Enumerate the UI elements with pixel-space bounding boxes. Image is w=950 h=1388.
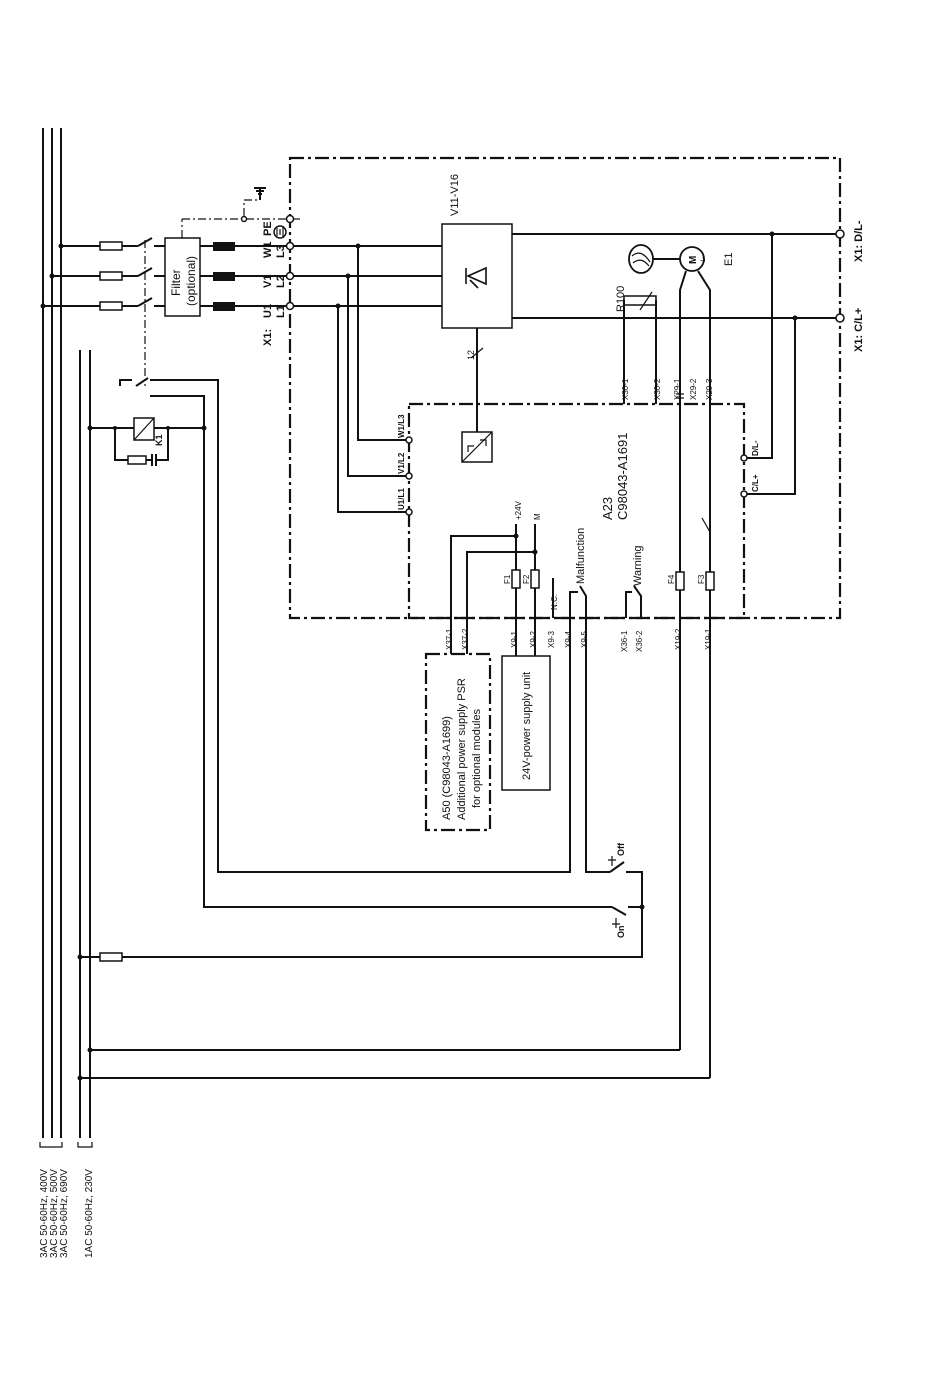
supply-label-690v: 3AC 50-60Hz, 690V: [59, 1169, 70, 1258]
fan-supply-wiring: [77, 1047, 710, 1081]
switch-on-label: On: [616, 926, 626, 939]
pin-x19-2: X19-2: [674, 628, 683, 650]
a23-enclosure: [407, 402, 746, 620]
terminal-l2: L2: [275, 275, 287, 288]
pin-x30-2: X30-2: [653, 378, 662, 400]
terminal-pe: PE: [262, 221, 274, 236]
a23-top-pins: X30-1 X30-2 X29-1 X29-2 X29-3: [621, 378, 714, 400]
a23-bottom-pins: X37-1 X37-2 X9-1 X9-2 X9-3 X9-4 X9-5 X36…: [445, 628, 713, 652]
fuse-f4: F4: [667, 574, 676, 584]
gate-driver-block: [461, 431, 493, 463]
pin-x36-2: X36-2: [635, 630, 644, 652]
terminal-l3: L3: [275, 245, 287, 258]
thyristor-icon: [465, 266, 487, 289]
a23-input-u1l1: U1/L1: [397, 488, 406, 510]
a50-enclosure: [424, 652, 492, 832]
fan-motor-icon: [679, 246, 705, 272]
resistor-r100: R100: [615, 286, 657, 404]
x1-cl-label: X1: C/L+: [853, 308, 865, 352]
pin-x36-1: X36-1: [620, 630, 629, 652]
internal-supply: +24V M N.C. F1 F2: [450, 500, 559, 618]
terminal-l1: L1: [275, 305, 287, 318]
psu-label: 24V-power supply unit: [521, 672, 533, 780]
pin-x9-1: X9-1: [510, 631, 519, 648]
pin-x9-3: X9-3: [547, 631, 556, 648]
a50-desc2: for optional modules: [471, 708, 483, 808]
fuse-f3: F3: [697, 574, 706, 584]
a23-input-terminals: W1/L3 V1/L2 U1/L1: [397, 414, 413, 516]
switch-off-label: Off: [616, 842, 626, 856]
supply-minus-m: M: [533, 513, 542, 520]
x1-left-terminals: X1: U1 V1 W1 PE L1 L2 L3: [262, 214, 295, 346]
a23-part-number: C98043-A1691: [615, 433, 630, 520]
pin-x30-1: X30-1: [621, 378, 630, 400]
supply-label-400v: 3AC 50-60Hz, 400V: [39, 1169, 50, 1258]
pin-x37-2: X37-2: [461, 628, 470, 650]
contactor-k1: K1: [79, 350, 612, 955]
dc-rails: X1: D/L- X1: C/L+: [512, 220, 865, 495]
filter-label: Filter: [169, 269, 183, 296]
supply-label-230v: 1AC 50-60Hz, 230V: [84, 1169, 95, 1258]
a23-input-w1l3: W1/L3: [397, 414, 406, 438]
relay-label: K1: [154, 434, 164, 446]
earth-connection: [181, 187, 288, 238]
fan-motor-phase: 1~: [701, 255, 707, 262]
supply-labels: 3AC 50-60Hz, 400V 3AC 50-60Hz, 500V 3AC …: [39, 1169, 95, 1258]
terminal-w1: W1: [262, 242, 274, 259]
fan-motor-label: M: [688, 256, 699, 264]
on-off-switches: Off On: [77, 618, 645, 962]
supply-plus-24v: +24V: [514, 500, 523, 520]
internal-phase-wiring: [294, 218, 442, 513]
a23-dc-terminals: D/L- C/L+: [740, 440, 760, 498]
pin-x9-4: X9-4: [564, 631, 573, 648]
filter-box: Filter (optional): [164, 237, 201, 317]
a23-dc-cl: C/L+: [751, 474, 760, 492]
malfunction-label: Malfunction: [575, 528, 587, 584]
pin-x29-1: X29-1: [673, 378, 682, 400]
pin-x19-1: X19-1: [704, 628, 713, 650]
terminal-v1: V1: [262, 275, 274, 288]
x1-left-label: X1:: [262, 329, 274, 346]
bus-width-label: 12: [466, 350, 476, 360]
a50-desc: Additional power supply PSR: [456, 678, 468, 820]
fuse-f1: F1: [503, 574, 512, 584]
supply-label-500v: 3AC 50-60Hz, 500V: [49, 1169, 60, 1258]
a50-labels: A50 (C98043-A1699) Additional power supp…: [441, 678, 483, 820]
fan-group: M 1~ E1: [628, 244, 735, 1078]
supply-nc: N.C.: [550, 594, 559, 610]
pin-x29-2: X29-2: [689, 378, 698, 400]
thyristor-label: V11-V16: [449, 174, 461, 216]
a23-labels: A23 C98043-A1691: [600, 433, 630, 520]
converter-enclosure: [288, 156, 842, 620]
phase-lines: [40, 237, 288, 386]
a23-dc-dl: D/L-: [751, 440, 760, 456]
filter-optional-label: (optional): [184, 256, 198, 306]
psu-box: 24V-power supply unit: [501, 618, 551, 791]
fan-icon: [628, 244, 654, 274]
warning-label: Warning: [632, 545, 644, 586]
fuse-f2: F2: [522, 574, 531, 584]
terminal-u1: U1: [262, 304, 274, 318]
a50-part: A50 (C98043-A1699): [441, 716, 453, 820]
a23-input-v1l2: V1/L2: [397, 452, 406, 474]
thyristor-bridge: V11-V16 12: [441, 174, 513, 432]
pin-x37-1: X37-1: [445, 628, 454, 650]
pin-x9-2: X9-2: [529, 631, 538, 648]
pin-x29-3: X29-3: [705, 378, 714, 400]
supply-buses: [39, 128, 93, 1148]
x1-dl-label: X1: D/L-: [853, 220, 865, 262]
fan-label: E1: [723, 253, 735, 266]
pin-x9-5: X9-5: [580, 631, 589, 648]
relay-contacts: Malfunction Warning: [569, 528, 644, 618]
fan-fuses: F4 F3: [667, 517, 715, 591]
a23-name: A23: [600, 497, 615, 520]
